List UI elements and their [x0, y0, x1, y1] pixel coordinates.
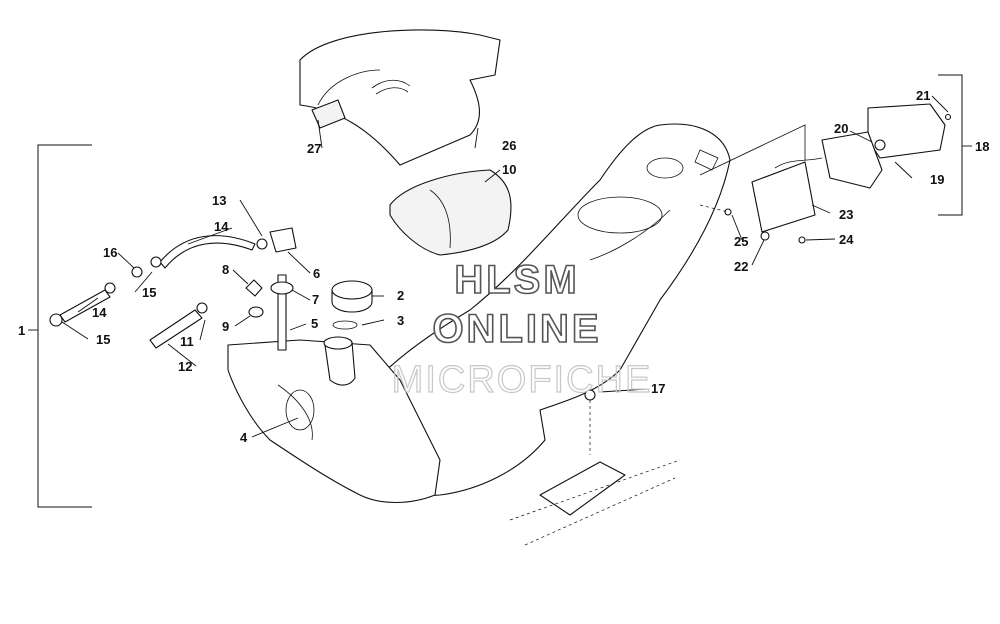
callout-25: 25	[734, 234, 748, 249]
reference-lines	[589, 124, 806, 455]
callout-2: 2	[397, 288, 404, 303]
watermark: HLSM ONLINE MICROFICHE	[391, 257, 653, 401]
callout-23: 23	[839, 207, 853, 222]
leader-lines	[61, 95, 949, 438]
washer[interactable]	[248, 306, 264, 318]
callout-1: 1	[18, 323, 25, 338]
fuel-tank[interactable]	[227, 339, 441, 503]
callout-19: 19	[930, 172, 944, 187]
callout-26: 26	[502, 138, 516, 153]
gas-cap[interactable]	[331, 280, 373, 313]
callout-9: 9	[222, 319, 229, 334]
group-bracket-18	[938, 74, 972, 216]
callout-17: 17	[651, 381, 665, 396]
callout-10: 10	[502, 162, 516, 177]
callout-27: 27	[307, 141, 321, 156]
callout-14b: 14	[92, 305, 107, 320]
watermark-line3: MICROFICHE	[392, 359, 653, 401]
callout-15b: 15	[96, 332, 110, 347]
callout-24: 24	[839, 232, 854, 247]
callout-7: 7	[312, 292, 319, 307]
callout-14a: 14	[214, 219, 229, 234]
taillight-bracket[interactable]	[724, 157, 823, 244]
fuel-valve[interactable]	[256, 227, 297, 253]
seat-cover[interactable]	[299, 29, 501, 166]
callout-22: 22	[734, 259, 748, 274]
filler-neck[interactable]	[323, 320, 358, 386]
vent-tube[interactable]	[149, 279, 263, 349]
callout-12: 12	[178, 359, 192, 374]
callout-8: 8	[222, 262, 229, 277]
watermark-line2: ONLINE	[432, 307, 601, 351]
callouts: 1 2 3 4 5 6 7 8 9 10 11 12 13 14 14 15 1…	[18, 88, 989, 445]
fuel-line-upper[interactable]	[131, 235, 256, 278]
callout-18: 18	[975, 139, 989, 154]
group-bracket-1	[28, 144, 92, 508]
callout-16: 16	[103, 245, 117, 260]
callout-4: 4	[240, 430, 248, 445]
callout-5: 5	[311, 316, 318, 331]
mount-hinge[interactable]	[509, 389, 681, 546]
grommet[interactable]	[270, 281, 294, 295]
taillight[interactable]	[821, 103, 952, 189]
callout-13: 13	[212, 193, 226, 208]
callout-21: 21	[916, 88, 930, 103]
callout-15a: 15	[142, 285, 156, 300]
seat-foam[interactable]	[389, 169, 512, 256]
callout-11: 11	[180, 334, 194, 349]
callout-3: 3	[397, 313, 404, 328]
watermark-line1: HLSM	[454, 258, 579, 302]
main-body[interactable]	[359, 123, 731, 496]
callout-6: 6	[313, 266, 320, 281]
callout-20: 20	[834, 121, 848, 136]
